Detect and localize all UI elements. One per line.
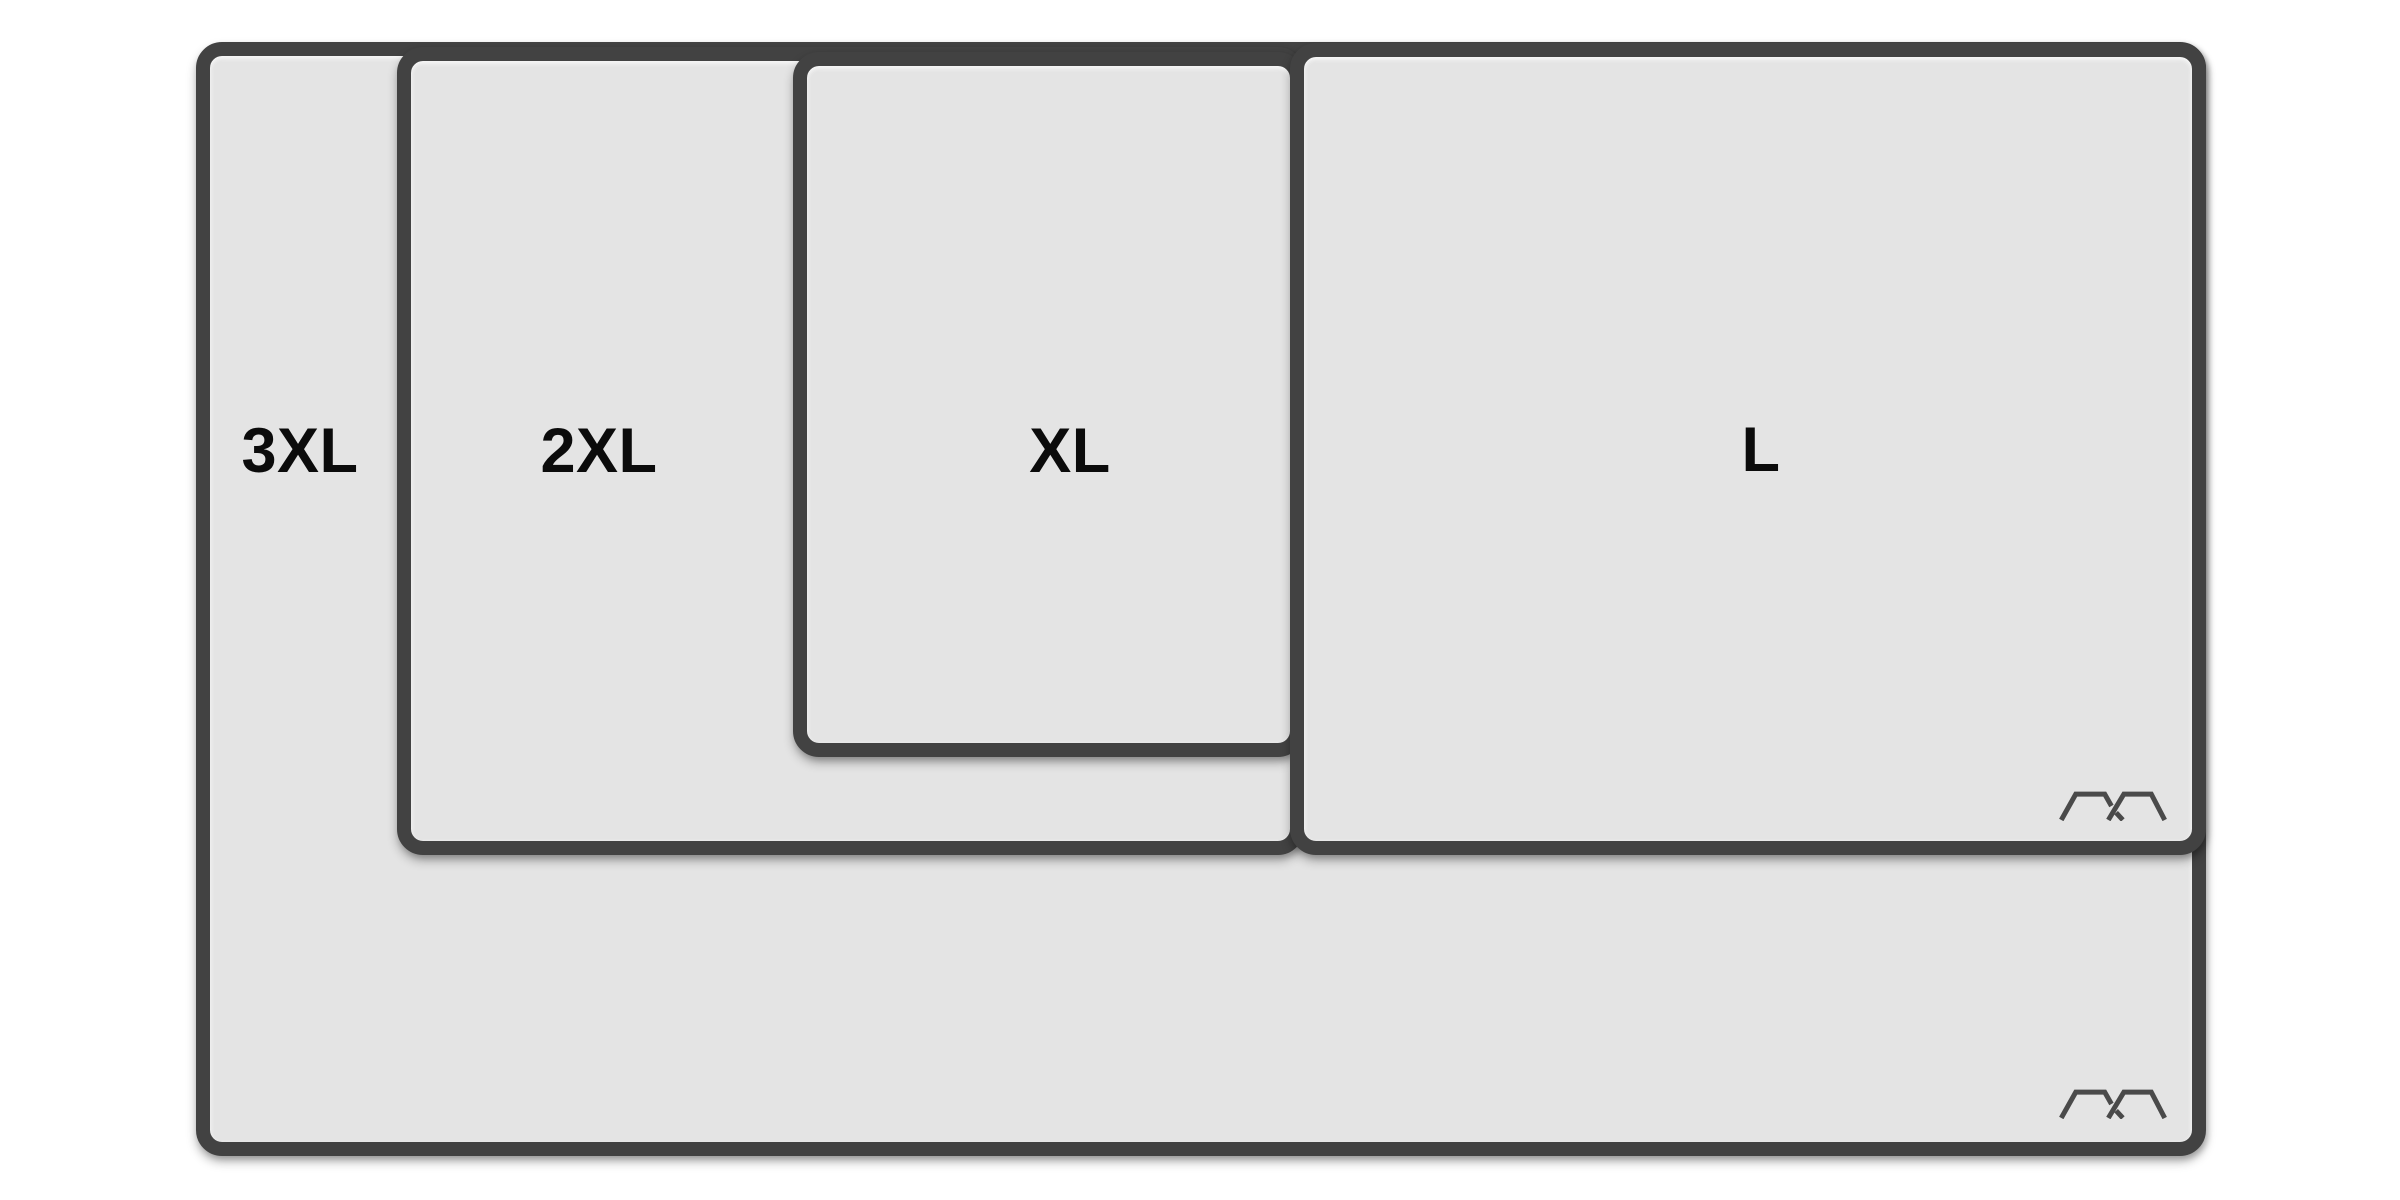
size-label-xl: XL (1029, 416, 1111, 486)
mousepad-l (1290, 43, 2206, 855)
brand-monogram-logo-icon (2059, 1089, 2167, 1119)
size-label-l: L (1741, 415, 1781, 485)
brand-monogram-logo-icon (2059, 791, 2167, 821)
size-label-3xl: 3XL (241, 416, 359, 486)
size-label-2xl: 2XL (540, 416, 658, 486)
mousepad-xl (793, 52, 1304, 757)
